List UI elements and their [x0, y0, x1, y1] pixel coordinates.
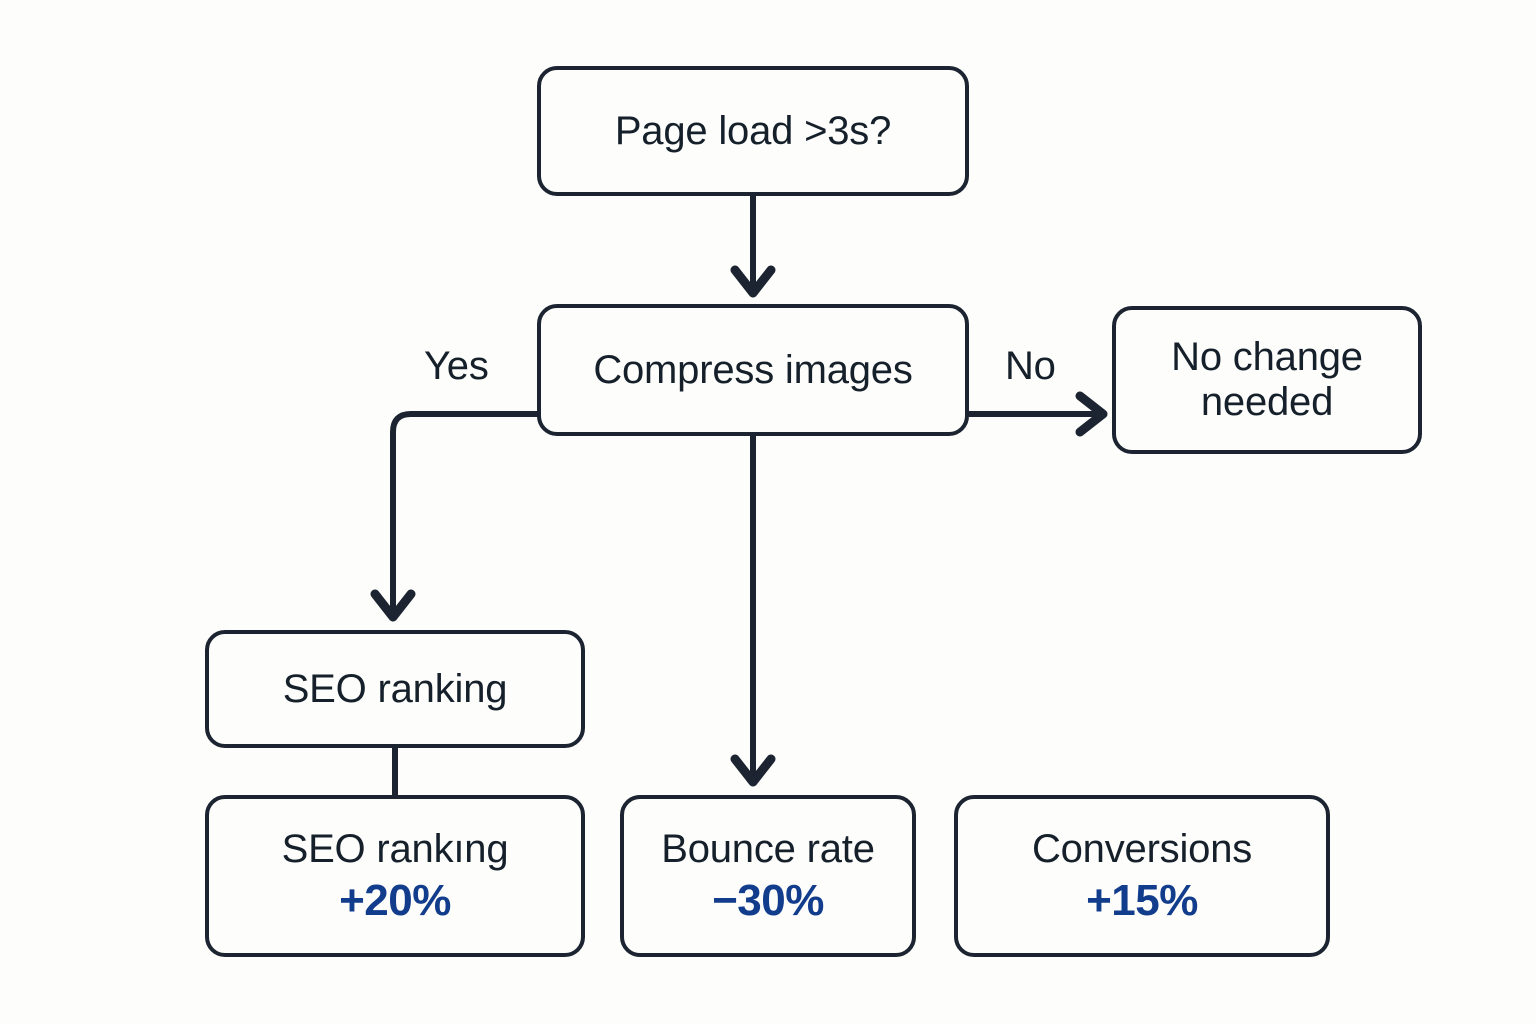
- node-seo-ranking[interactable]: SEO ranking: [205, 630, 585, 748]
- node-compress-images[interactable]: Compress images: [537, 304, 969, 436]
- node-bounce-rate-label: Bounce rate: [661, 826, 875, 871]
- edge-label-yes: Yes: [424, 344, 489, 388]
- node-compress-images-label: Compress images: [593, 347, 913, 392]
- edge-label-no: No: [1005, 344, 1056, 388]
- node-no-change-needed-label: No change needed: [1171, 335, 1363, 424]
- edge-pageload-to-compress: [730, 196, 776, 298]
- node-no-change-needed[interactable]: No change needed: [1112, 306, 1422, 454]
- node-page-load-label: Page load >3s?: [614, 108, 892, 153]
- node-page-load[interactable]: Page load >3s?: [537, 66, 969, 196]
- edge-compress-to-bounce-rate: [730, 436, 776, 787]
- edge-compress-to-no-change: [969, 391, 1108, 437]
- node-conversions-label: Conversions: [1031, 826, 1253, 871]
- node-bounce-rate[interactable]: Bounce rate −30%: [620, 795, 916, 957]
- node-seo-ranking-metric-label: SEO rankıng: [281, 826, 509, 871]
- node-seo-ranking-label: SEO ranking: [282, 666, 508, 711]
- node-conversions-value: +15%: [1086, 875, 1198, 925]
- node-bounce-rate-value: −30%: [712, 875, 824, 925]
- edge-compress-to-seo-ranking: [370, 411, 540, 622]
- node-seo-ranking-metric[interactable]: SEO rankıng +20%: [205, 795, 585, 957]
- node-conversions[interactable]: Conversions +15%: [954, 795, 1330, 957]
- node-seo-ranking-metric-value: +20%: [339, 875, 451, 925]
